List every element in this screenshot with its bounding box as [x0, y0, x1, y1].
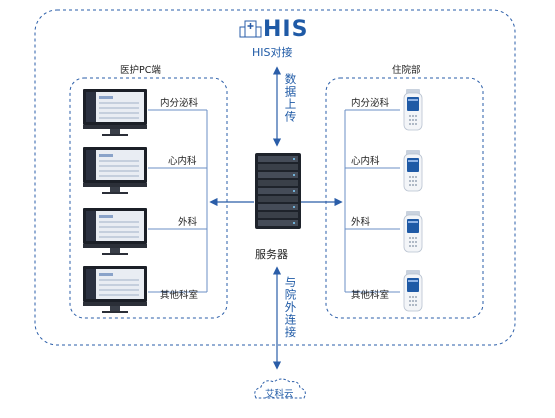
his-logo-text: HIS [263, 17, 309, 42]
monitor-icon [83, 208, 147, 255]
pc-item: 其他科室 [82, 265, 212, 315]
his-subtitle-text: HIS对接 [252, 46, 293, 59]
pc-item-label: 内分泌科 [160, 98, 199, 109]
pc-item-label: 心内科 [168, 156, 197, 167]
ward-item-label: 内分泌科 [351, 98, 390, 109]
monitor-icon [83, 147, 147, 194]
cloud-label: 艾科云 [265, 389, 294, 400]
pc-group-title: 医护PC端 [120, 65, 161, 76]
server-icon [255, 153, 301, 229]
ward-connectors [344, 109, 400, 293]
server [254, 152, 302, 244]
handheld-device-icon [403, 150, 423, 192]
ward-group-title: 住院部 [392, 65, 421, 76]
ward-item: 外科 [345, 207, 485, 253]
ward-item: 内分泌科 [345, 88, 485, 132]
handheld-device-icon [403, 89, 423, 131]
monitor-icon [83, 266, 147, 313]
outer-frame [34, 9, 516, 346]
hospital-icon [239, 20, 262, 38]
upload-label: 数据上传 [283, 73, 298, 123]
handheld-device-icon [403, 270, 423, 312]
monitor-icon [83, 89, 147, 136]
ward-item-label: 其他科室 [351, 290, 390, 301]
ward-item-label: 外科 [351, 217, 371, 228]
handheld-device-icon [403, 211, 423, 253]
ward-item: 心内科 [345, 146, 485, 192]
ward-item: 其他科室 [345, 266, 485, 314]
server-label: 服务器 [255, 248, 288, 261]
pc-item-label: 其他科室 [160, 290, 199, 301]
ward-item-label: 心内科 [351, 156, 380, 167]
cloud-icon [254, 378, 306, 399]
pc-item: 内分泌科 [82, 88, 212, 138]
pc-item-label: 外科 [178, 217, 198, 228]
his-subtitle: HIS对接 [252, 44, 293, 60]
outer-link-label: 与院外连接 [283, 276, 298, 339]
pc-item: 外科 [82, 207, 212, 257]
pc-item: 心内科 [82, 146, 212, 196]
his-logo: HIS [263, 17, 308, 42]
pc-connectors [148, 109, 208, 293]
